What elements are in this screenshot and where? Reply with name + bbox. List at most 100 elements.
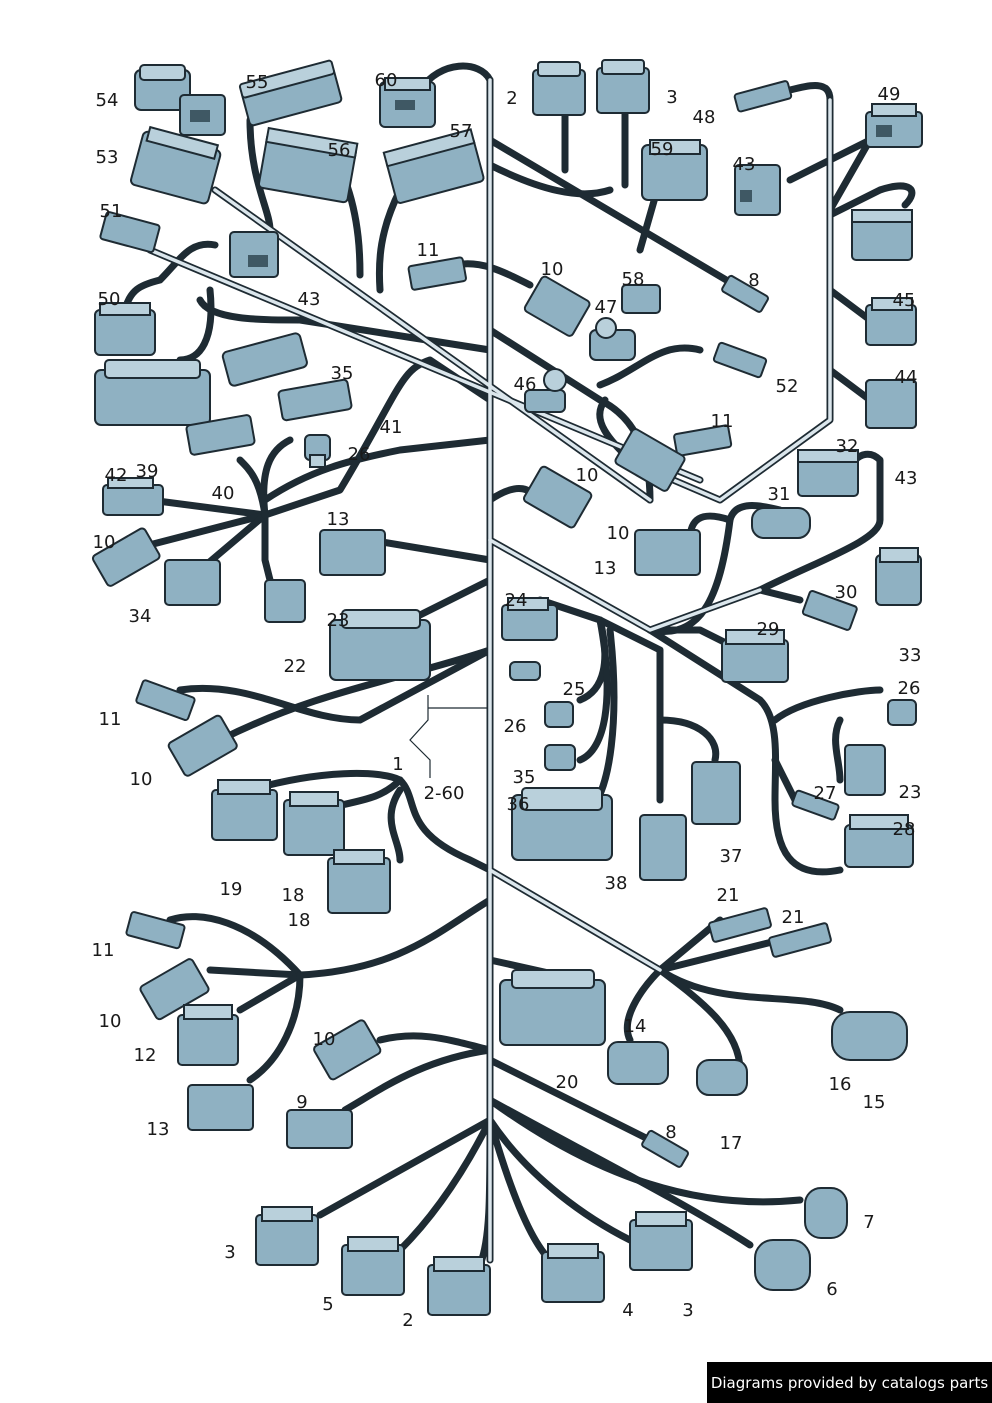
part-number-label: 43 [895, 468, 918, 489]
connector-10-right-a-icon [614, 428, 686, 492]
connector-8-lower-icon [641, 1129, 689, 1168]
part-number-label: 41 [380, 417, 403, 438]
part-number-label: 13 [147, 1119, 170, 1140]
connector-7-icon [804, 1187, 848, 1239]
part-number-label: 40 [212, 483, 235, 504]
connector-36-icon [511, 787, 613, 861]
part-number-label: 10 [313, 1029, 336, 1050]
connector-21-b-icon [768, 922, 832, 958]
connector-37-icon [691, 761, 741, 825]
connector-33-icon [875, 547, 922, 606]
part-number-label: 21 [717, 885, 740, 906]
part-number-label: 23 [327, 610, 350, 631]
connector-38-icon [639, 814, 687, 881]
part-number-label: 15 [863, 1092, 886, 1113]
range-bracket [409, 695, 488, 778]
connector-10-center-icon [522, 465, 593, 529]
part-number-label: 7 [863, 1212, 874, 1233]
part-number-label: 38 [605, 873, 628, 894]
connector-8-upper-icon [721, 274, 769, 313]
connector-6-icon [754, 1239, 811, 1291]
connector-17-icon [696, 1059, 748, 1096]
connector-2-top-icon [532, 61, 586, 116]
connector-11-right-icon [673, 424, 733, 457]
connector-14-icon [607, 1041, 669, 1085]
part-number-label: 13 [594, 558, 617, 579]
connector-20-icon [499, 969, 606, 1046]
part-number-label: 26 [504, 716, 527, 737]
part-number-label: 10 [99, 1011, 122, 1032]
part-number-label: 44 [895, 367, 918, 388]
part-number-label: 11 [92, 940, 115, 961]
connector-10-left-icon [91, 527, 161, 587]
connector-52-icon [712, 341, 768, 379]
part-number-label: 3 [224, 1242, 235, 1263]
connector-59-icon [641, 139, 708, 201]
part-number-label: 31 [768, 484, 791, 505]
part-number-label: 33 [899, 645, 922, 666]
part-number-label: 11 [417, 240, 440, 261]
connector-26-mid-icon [544, 701, 574, 728]
connector-29-icon [721, 629, 789, 683]
connector-50-icon [94, 302, 156, 356]
part-number-label: 5 [322, 1294, 333, 1315]
connector-30-icon [801, 590, 858, 631]
connector-11-lower-icon [125, 911, 186, 950]
connector-13-right-icon [634, 529, 701, 576]
part-number-label: 2 [402, 1310, 413, 1331]
part-number-label: 10 [93, 532, 116, 553]
connector-31-icon [751, 507, 811, 539]
connector-18-b-icon [327, 849, 391, 914]
part-number-label: 26 [898, 678, 921, 699]
connector-28-icon [844, 814, 914, 868]
connector-15-16-icon [831, 1011, 908, 1061]
connector-34-icon [164, 559, 221, 606]
connector-47-icon [589, 317, 636, 361]
connector-41-icon [277, 378, 353, 422]
connector-53-icon [130, 125, 222, 205]
connector-54-icon [134, 64, 226, 136]
part-number-label: 52 [776, 376, 799, 397]
part-number-label: 51 [100, 201, 123, 222]
connector-35-upper-icon [221, 332, 308, 387]
part-number-label: 18 [288, 910, 311, 931]
connector-27-icon [791, 789, 840, 821]
part-number-label: 53 [96, 147, 119, 168]
part-number-label: 55 [246, 72, 269, 93]
connector-58-icon [621, 284, 661, 314]
connector-10-upper-icon [523, 275, 591, 337]
connector-42-icon [102, 477, 164, 516]
connector-49-icon [865, 103, 923, 148]
connector-11-left-mid-icon [135, 679, 196, 722]
connector-13-lower-icon [187, 1084, 254, 1131]
part-number-label: 29 [757, 619, 780, 640]
connector-60-icon [379, 77, 436, 128]
part-number-label: 24 [505, 590, 528, 611]
part-number-label: 56 [328, 140, 351, 161]
part-number-label: 2 [506, 88, 517, 109]
connector-21-a-icon [708, 907, 772, 943]
connector-9-icon [286, 1109, 353, 1149]
part-number-label: 49 [878, 84, 901, 105]
connector-3-top-icon [596, 59, 650, 114]
part-number-label: 50 [98, 289, 121, 310]
part-number-label: 42 [105, 465, 128, 486]
part-number-label: 47 [595, 297, 618, 318]
connector-large-left-icon [94, 359, 211, 426]
part-number-label: 3 [682, 1300, 693, 1321]
part-number-label: 21 [782, 907, 805, 928]
connector-23-right-icon [844, 744, 886, 796]
part-number-label: 14 [624, 1016, 647, 1037]
connector-46-icon [524, 368, 567, 413]
part-number-label: 18 [282, 885, 305, 906]
connector-35-mid-icon [544, 744, 576, 771]
part-number-label: 30 [835, 582, 858, 603]
connector-43-left-icon [229, 231, 279, 278]
part-number-label: 35 [331, 363, 354, 384]
part-number-label: 16 [829, 1074, 852, 1095]
part-number-label: 19 [220, 879, 243, 900]
part-number-label: 35 [513, 767, 536, 788]
connector-12-icon [177, 1004, 239, 1066]
connectors [91, 59, 923, 1316]
